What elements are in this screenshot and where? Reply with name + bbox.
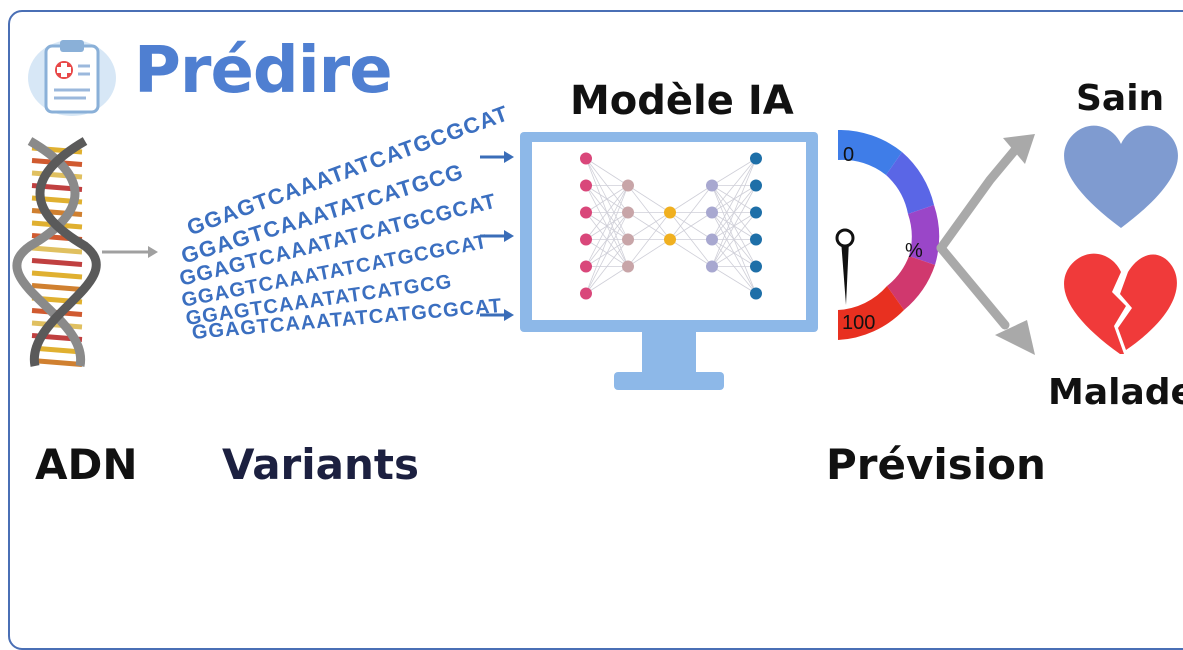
model-label: Modèle IA xyxy=(570,78,794,124)
dna-rung xyxy=(31,270,83,280)
dna-label: ADN xyxy=(35,440,138,489)
nn-edge xyxy=(585,239,629,294)
nn-node xyxy=(706,206,718,219)
nn-edge xyxy=(711,158,757,213)
monitor-icon xyxy=(520,132,818,390)
nn-node xyxy=(750,260,762,273)
nn-edge xyxy=(711,266,757,294)
nn-edge xyxy=(669,239,713,267)
broken-heart-icon xyxy=(1064,253,1177,354)
nn-node xyxy=(664,206,676,219)
nn-node xyxy=(750,287,762,300)
healthy-label: Sain xyxy=(1076,78,1165,119)
nn-edge xyxy=(585,185,629,240)
nn-edge xyxy=(711,158,757,267)
output-arrows xyxy=(936,134,1035,355)
nn-node xyxy=(622,233,634,246)
dna-rung xyxy=(31,358,83,367)
dna-rung xyxy=(31,245,83,255)
nn-edge xyxy=(585,185,629,213)
nn-node xyxy=(706,260,718,273)
nn-node xyxy=(706,233,718,246)
nn-node xyxy=(580,287,592,300)
nn-node xyxy=(580,233,592,246)
clipboard-icon xyxy=(28,40,116,116)
nn-edge xyxy=(669,185,713,240)
gauge-max-label: 100 xyxy=(842,312,876,334)
nn-edge xyxy=(585,158,629,186)
nn-node xyxy=(750,233,762,246)
nn-node xyxy=(750,179,762,192)
nn-node xyxy=(580,179,592,192)
nn-node xyxy=(664,233,676,246)
gauge-min-label: 0 xyxy=(843,144,855,166)
sick-label: Malade xyxy=(1048,372,1183,413)
nn-node xyxy=(750,206,762,219)
nn-edge xyxy=(711,158,757,186)
nn-edge xyxy=(627,185,671,213)
nn-node xyxy=(622,260,634,273)
nn-edge xyxy=(711,239,757,267)
dna-icon xyxy=(12,137,101,367)
nn-node xyxy=(580,152,592,165)
nn-edge xyxy=(627,212,671,240)
nn-node xyxy=(580,206,592,219)
nn-node xyxy=(580,260,592,273)
nn-edge xyxy=(669,185,713,213)
gauge-unit-label: % xyxy=(905,240,923,262)
nn-edge xyxy=(585,212,629,294)
nn-edge xyxy=(627,239,671,267)
page-title: Prédire xyxy=(134,34,393,108)
nn-node xyxy=(622,179,634,192)
nn-edge xyxy=(711,158,757,240)
dna-rung xyxy=(31,283,83,292)
nn-node xyxy=(750,152,762,165)
gauge-icon xyxy=(835,130,940,340)
nn-edge xyxy=(711,185,757,267)
nn-edge xyxy=(585,185,629,294)
dna-rung xyxy=(31,258,83,267)
input-arrows xyxy=(480,151,514,321)
nn-edge xyxy=(711,212,757,267)
nn-edge xyxy=(585,185,629,267)
nn-edge xyxy=(627,212,671,267)
dna-rung xyxy=(31,320,83,330)
nn-edge xyxy=(669,212,713,240)
arrow-dna-variants xyxy=(102,246,158,258)
variants-label: Variants xyxy=(222,440,419,489)
nn-node xyxy=(706,179,718,192)
nn-edge xyxy=(585,266,629,294)
nn-node xyxy=(622,206,634,219)
prediction-label: Prévision xyxy=(826,440,1046,489)
heart-icon xyxy=(1064,125,1178,228)
